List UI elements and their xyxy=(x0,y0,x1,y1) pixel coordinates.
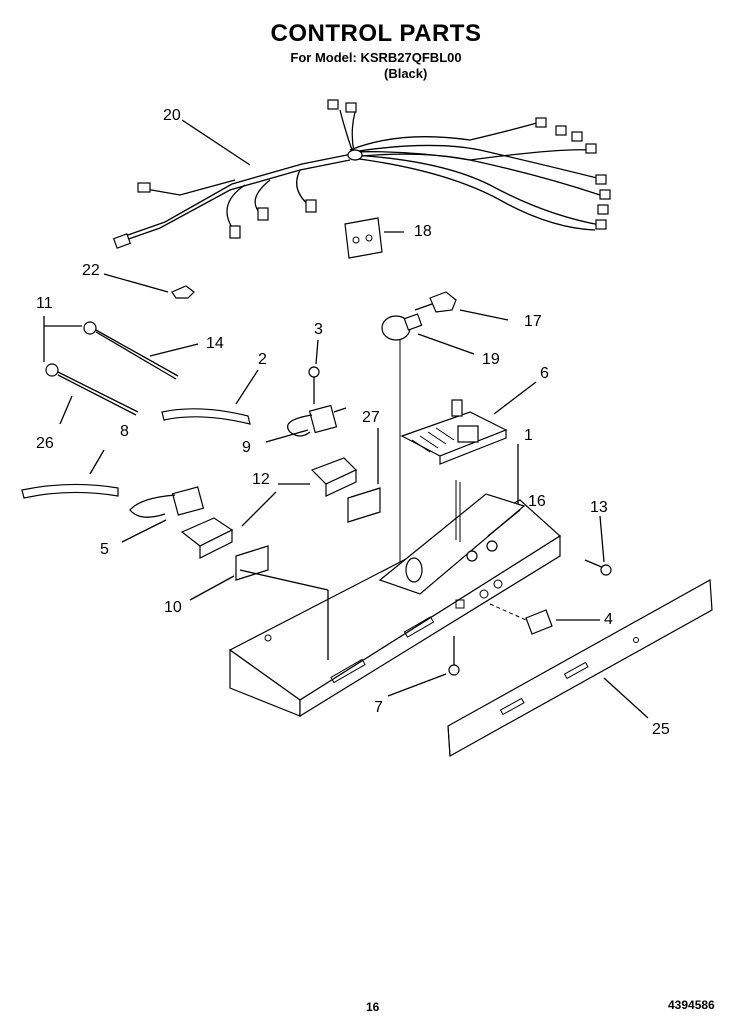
label-part-27 xyxy=(347,487,381,523)
document-code: 4394586 xyxy=(668,998,715,1012)
callout-19: 19 xyxy=(482,351,500,368)
callout-9: 9 xyxy=(242,439,251,456)
control-board-part-6 xyxy=(400,399,508,465)
callout-26: 26 xyxy=(36,435,54,452)
page-title: CONTROL PARTS xyxy=(270,20,482,47)
callout-20: 20 xyxy=(163,107,181,124)
callout-14: 14 xyxy=(206,335,224,352)
switch-part-5 xyxy=(129,486,205,518)
tube-part-2 xyxy=(161,408,251,425)
lamp-socket-part-17 xyxy=(414,291,457,313)
callout-7: 7 xyxy=(374,699,383,716)
callout-25: 25 xyxy=(652,721,670,738)
callout-10: 10 xyxy=(164,599,182,616)
grommet-part-11-top xyxy=(83,321,179,380)
screw-part-13 xyxy=(584,559,612,576)
tube-part-8 xyxy=(21,483,119,499)
insulator-part-18 xyxy=(344,217,383,259)
clip-part-22 xyxy=(171,285,195,299)
callout-4: 4 xyxy=(604,611,613,628)
bracket-part-12-upper xyxy=(310,457,358,497)
screws-part-16 xyxy=(466,540,498,562)
control-housing-part-1 xyxy=(228,340,561,718)
callout-labels: 20 18 22 11 14 3 2 17 19 6 26 8 27 9 1 1… xyxy=(36,107,670,738)
callout-27: 27 xyxy=(362,409,380,426)
callout-1: 1 xyxy=(524,427,533,444)
front-panel-part-25 xyxy=(447,579,713,757)
grommet-part-11-bottom xyxy=(45,363,139,416)
callout-2: 2 xyxy=(258,351,267,368)
screw-part-7 xyxy=(448,636,460,676)
callout-16: 16 xyxy=(528,493,546,510)
socket-part-4 xyxy=(489,603,553,635)
callout-5: 5 xyxy=(100,541,109,558)
screw-part-3 xyxy=(308,366,320,404)
callout-13: 13 xyxy=(590,499,608,516)
callout-11: 11 xyxy=(36,295,53,312)
color-line: (Black) xyxy=(384,66,428,81)
bracket-part-12-lower xyxy=(180,517,234,559)
callout-12: 12 xyxy=(252,471,270,488)
wire-harness-part-20 xyxy=(112,99,611,249)
callout-17: 17 xyxy=(524,313,542,330)
page-number: 16 xyxy=(366,1000,380,1014)
switch-part-9 xyxy=(286,404,347,437)
callout-3: 3 xyxy=(314,321,323,338)
leader-lines xyxy=(43,119,649,719)
callout-6: 6 xyxy=(540,365,549,382)
light-bulb-part-19 xyxy=(381,313,423,341)
callout-8: 8 xyxy=(120,423,129,440)
callout-22: 22 xyxy=(82,262,100,279)
model-line: For Model: KSRB27QFBL00 xyxy=(290,50,462,65)
callout-18: 18 xyxy=(414,223,432,240)
